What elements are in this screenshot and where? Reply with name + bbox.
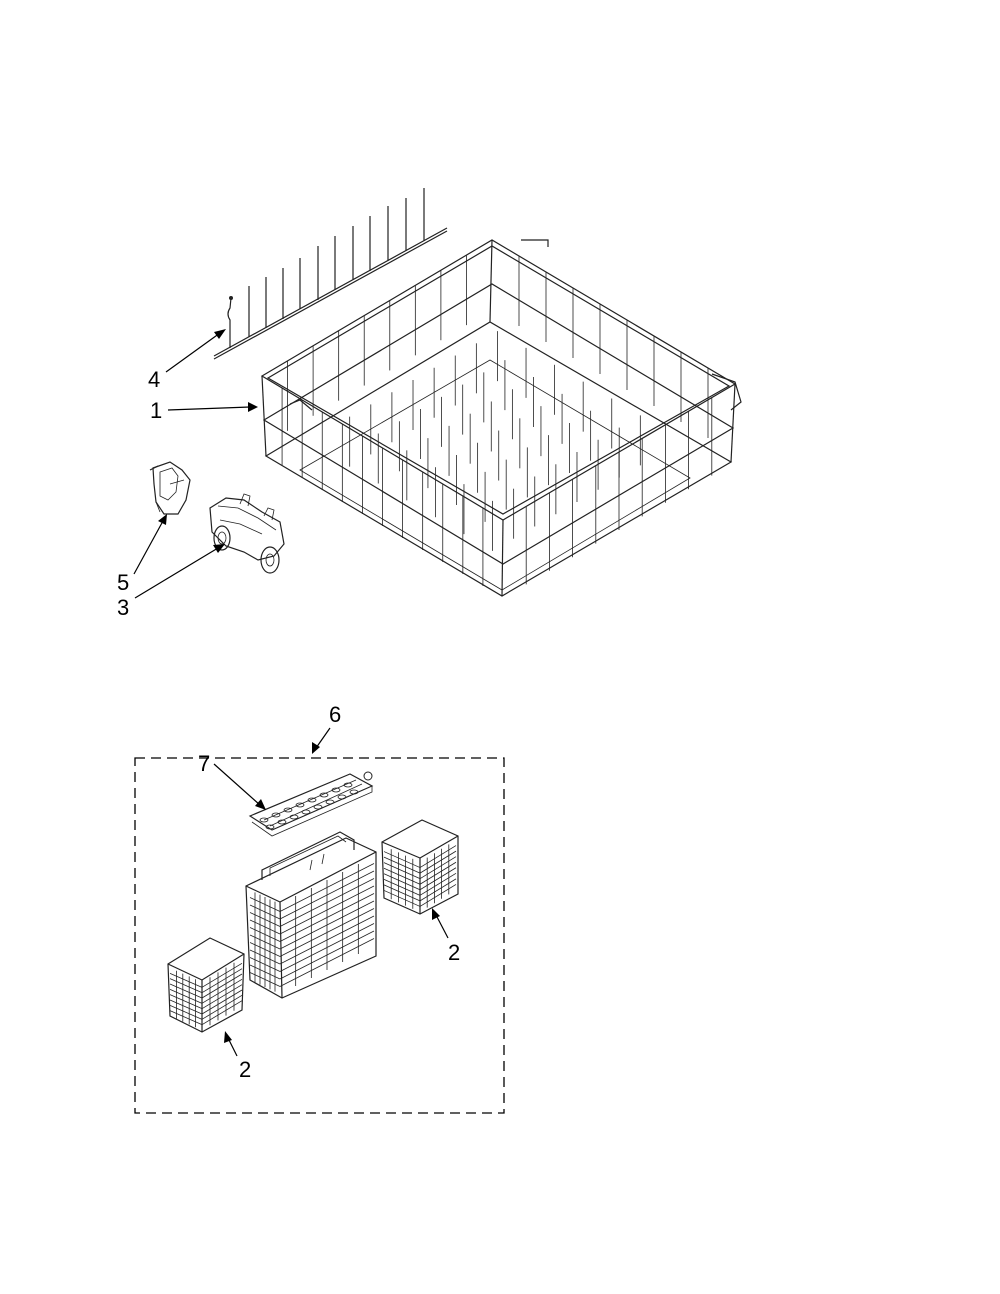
part-lower-dishrack <box>260 239 742 597</box>
callout-1: 1 <box>150 398 162 423</box>
part-silverware-basket <box>245 831 377 999</box>
callout-2-right: 2 <box>448 940 460 965</box>
leader-line-4 <box>165 329 226 373</box>
part-small-basket-left <box>167 937 245 1033</box>
leader-line-1 <box>167 402 258 412</box>
leader-line-3 <box>134 544 225 599</box>
part-rack-clip <box>149 461 191 515</box>
callout-2-left: 2 <box>239 1057 251 1082</box>
callout-4: 4 <box>148 367 160 392</box>
leader-line-2a <box>224 1031 238 1057</box>
leader-line-5 <box>133 514 167 575</box>
callout-6: 6 <box>329 702 341 727</box>
callout-7: 7 <box>198 751 210 776</box>
callout-5: 5 <box>117 570 129 595</box>
part-tine-row <box>213 188 448 360</box>
callout-3: 3 <box>117 595 129 620</box>
part-small-basket-right <box>381 819 459 915</box>
kit-boundary <box>134 757 505 1114</box>
part-wheel-assembly <box>209 493 285 574</box>
part-basket-cover <box>248 771 374 837</box>
leader-line-2b <box>432 908 449 939</box>
leader-line-6 <box>312 727 331 754</box>
leader-line-7 <box>213 763 266 810</box>
